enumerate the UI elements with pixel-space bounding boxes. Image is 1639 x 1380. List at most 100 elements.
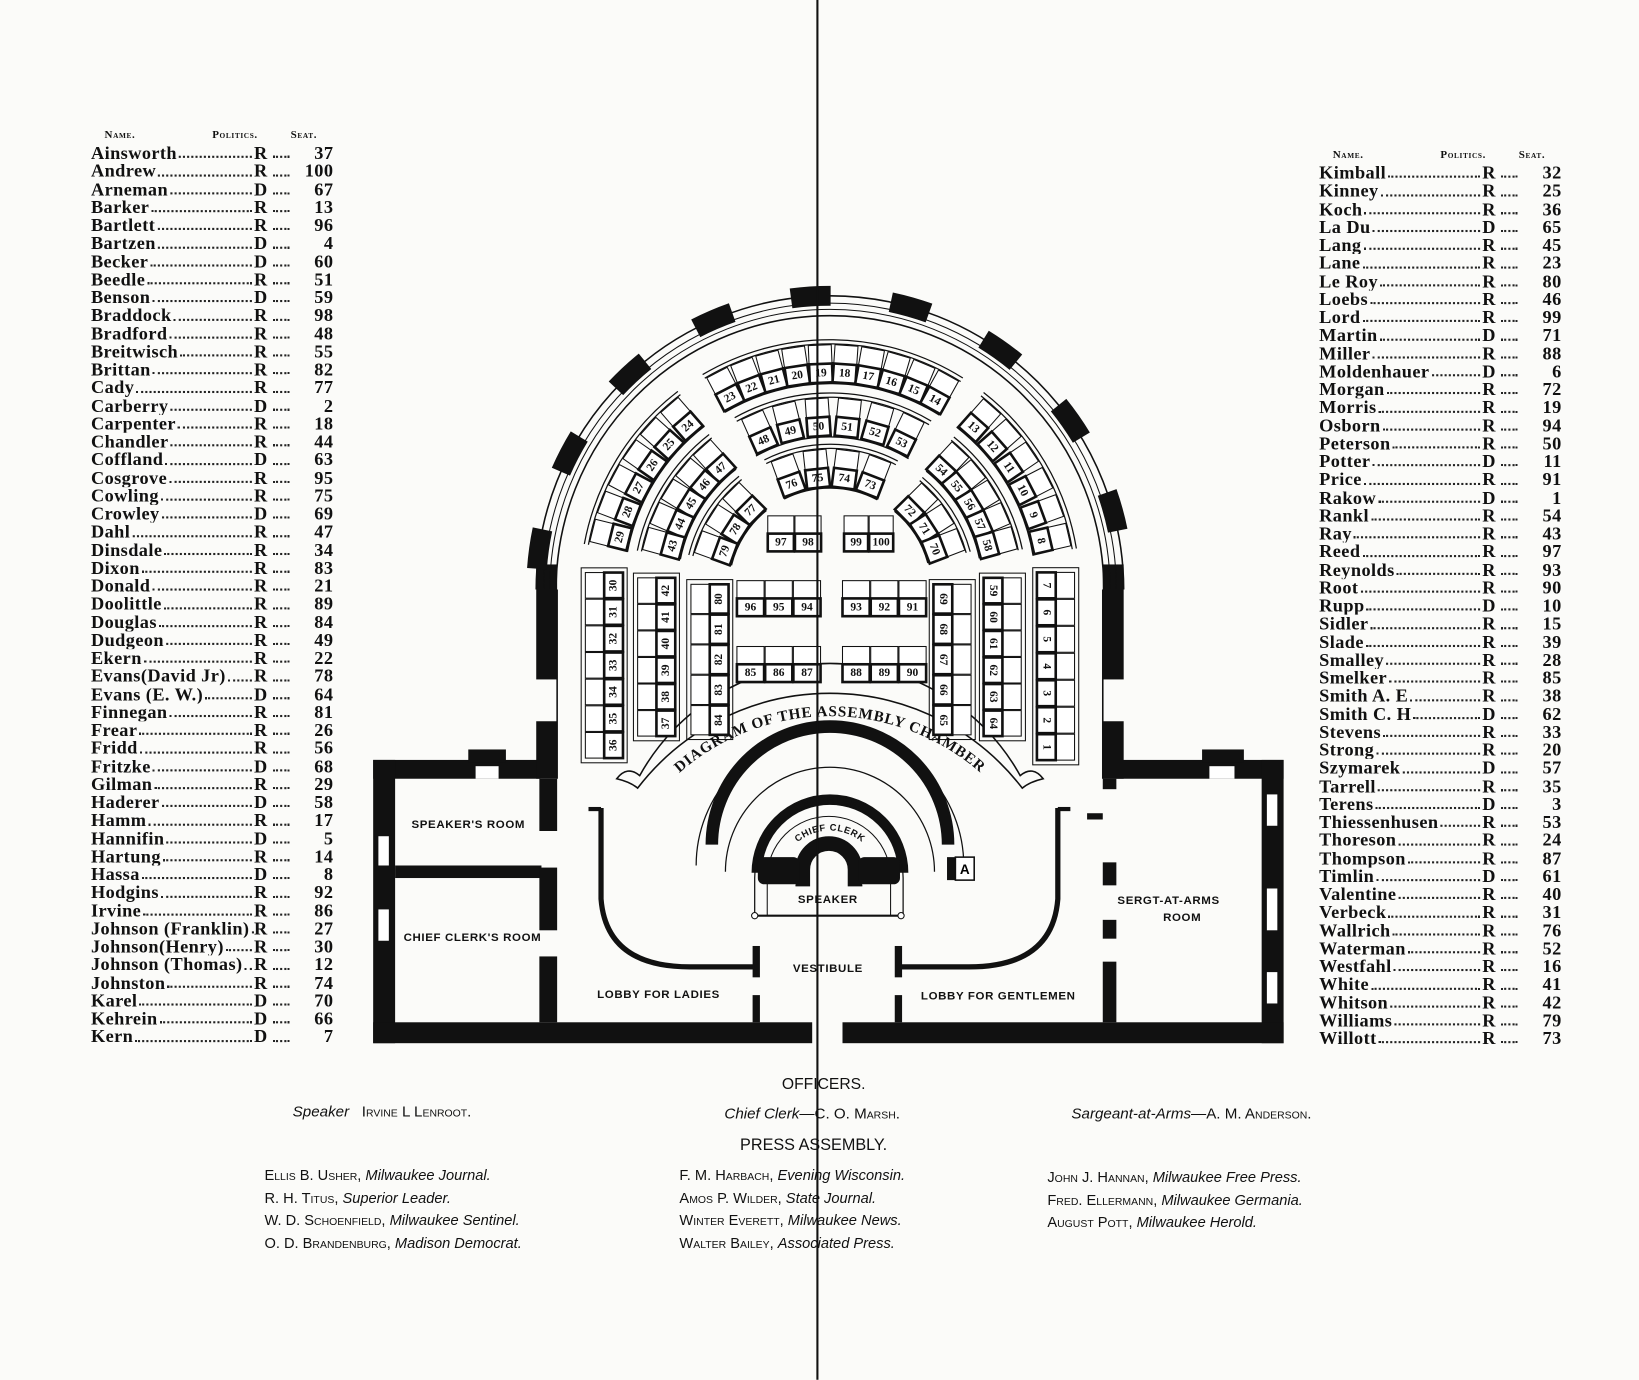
dot-leader [1396, 561, 1481, 575]
dot-leader [166, 829, 252, 844]
member-name: Whitson [1319, 993, 1389, 1012]
seat-desk [1001, 630, 1022, 657]
seat: 7 [1035, 571, 1076, 600]
member-seat: 50 [1542, 432, 1562, 454]
dot-leader [1501, 608, 1518, 611]
member-seat: 90 [1542, 576, 1562, 598]
seat-box [1035, 732, 1058, 762]
dot-leader [139, 721, 252, 736]
member-name: Irvine [90, 901, 142, 920]
member-seat: 79 [1542, 1009, 1562, 1031]
member-politics: R [1482, 162, 1496, 183]
seat-number: 58 [980, 538, 995, 553]
member-name: Breitwisch [90, 342, 179, 361]
press-entry: August Pott, Milwaukee Herold. [1047, 1211, 1302, 1233]
seat: 26 [622, 439, 669, 483]
reporters-bench [705, 720, 955, 845]
seat-number: 97 [775, 537, 787, 549]
press-column: F. M. Harbach, Evening Wisconsin.Amos P.… [679, 1164, 905, 1254]
seat-column-outline [580, 567, 628, 764]
member-politics: R [254, 935, 268, 957]
seat-number: 29 [613, 530, 627, 544]
member-name: Beedle [90, 270, 146, 289]
dot-leader [1378, 399, 1481, 413]
member-name: Szymarek [1319, 759, 1401, 778]
seat: 85 [735, 645, 766, 684]
seat-box [919, 533, 949, 566]
dot-leader [1366, 633, 1481, 647]
member-name: Le Roy [1319, 272, 1379, 291]
member-name: Brittan [90, 360, 151, 379]
reporter-name: Winter Everett, [679, 1211, 784, 1229]
member-name: Bartzen [90, 234, 156, 253]
header-name: Name. [104, 129, 136, 142]
member-seat: 8 [323, 863, 334, 885]
press-entry: Ellis B. Usher, Milwaukee Journal. [264, 1164, 521, 1186]
seat-number: 35 [608, 713, 620, 725]
seat-number: 56 [961, 497, 977, 513]
speaker-title: Speaker [292, 1103, 350, 1121]
seat-number: 64 [987, 718, 999, 730]
seat-box [792, 662, 822, 684]
member-seat: 5 [323, 827, 334, 849]
member-name: Johnson (Thomas) [90, 955, 243, 974]
member-seat: 88 [1542, 342, 1562, 364]
dot-leader [227, 667, 252, 681]
member-name: Hartung [90, 847, 161, 866]
dot-leader [205, 685, 252, 700]
seat-number: 39 [660, 664, 672, 676]
reporter-name: F. M. Harbach, [679, 1166, 774, 1184]
seat-number: 50 [812, 420, 825, 433]
sergeant-title: Sargeant-at-Arms [1071, 1105, 1192, 1123]
seat-desk [584, 598, 605, 626]
dot-leader [161, 793, 252, 808]
dot-leader [1501, 283, 1518, 287]
seat-number: 5 [1040, 636, 1052, 642]
seat: 59 [982, 576, 1022, 605]
member-seat: 31 [1542, 901, 1562, 923]
dot-leader [1501, 463, 1518, 467]
member-name: Johnston [90, 973, 166, 992]
dot-leader [1413, 705, 1481, 719]
seat-number: 16 [884, 375, 899, 390]
seat-number: 91 [907, 601, 919, 613]
dot-leader [141, 559, 252, 573]
dot-leader [272, 1038, 290, 1042]
seat: 96 [735, 580, 766, 618]
member-name: Valentine [1319, 885, 1397, 904]
member-seat: 84 [314, 610, 334, 632]
seat-row-outline [983, 392, 1078, 549]
reporter-name: Ellis B. Usher, [264, 1166, 362, 1184]
seat-number: 96 [745, 601, 757, 613]
press-entry: Walter Bailey, Associated Press. [679, 1232, 905, 1254]
seat-number: 51 [841, 421, 854, 434]
seat-number: 21 [767, 373, 781, 388]
seat: 34 [584, 677, 625, 707]
member-politics: R [1482, 630, 1496, 652]
member-seat: 13 [314, 196, 334, 218]
seat-desk [898, 580, 927, 599]
a-box-label: A [960, 862, 970, 877]
newspaper-name: Milwaukee Sentinel. [389, 1211, 520, 1229]
member-name: Rakow [1319, 488, 1377, 507]
seat: 19 [807, 344, 835, 385]
seat-number: 88 [850, 667, 862, 679]
seat-number: 52 [868, 425, 883, 440]
